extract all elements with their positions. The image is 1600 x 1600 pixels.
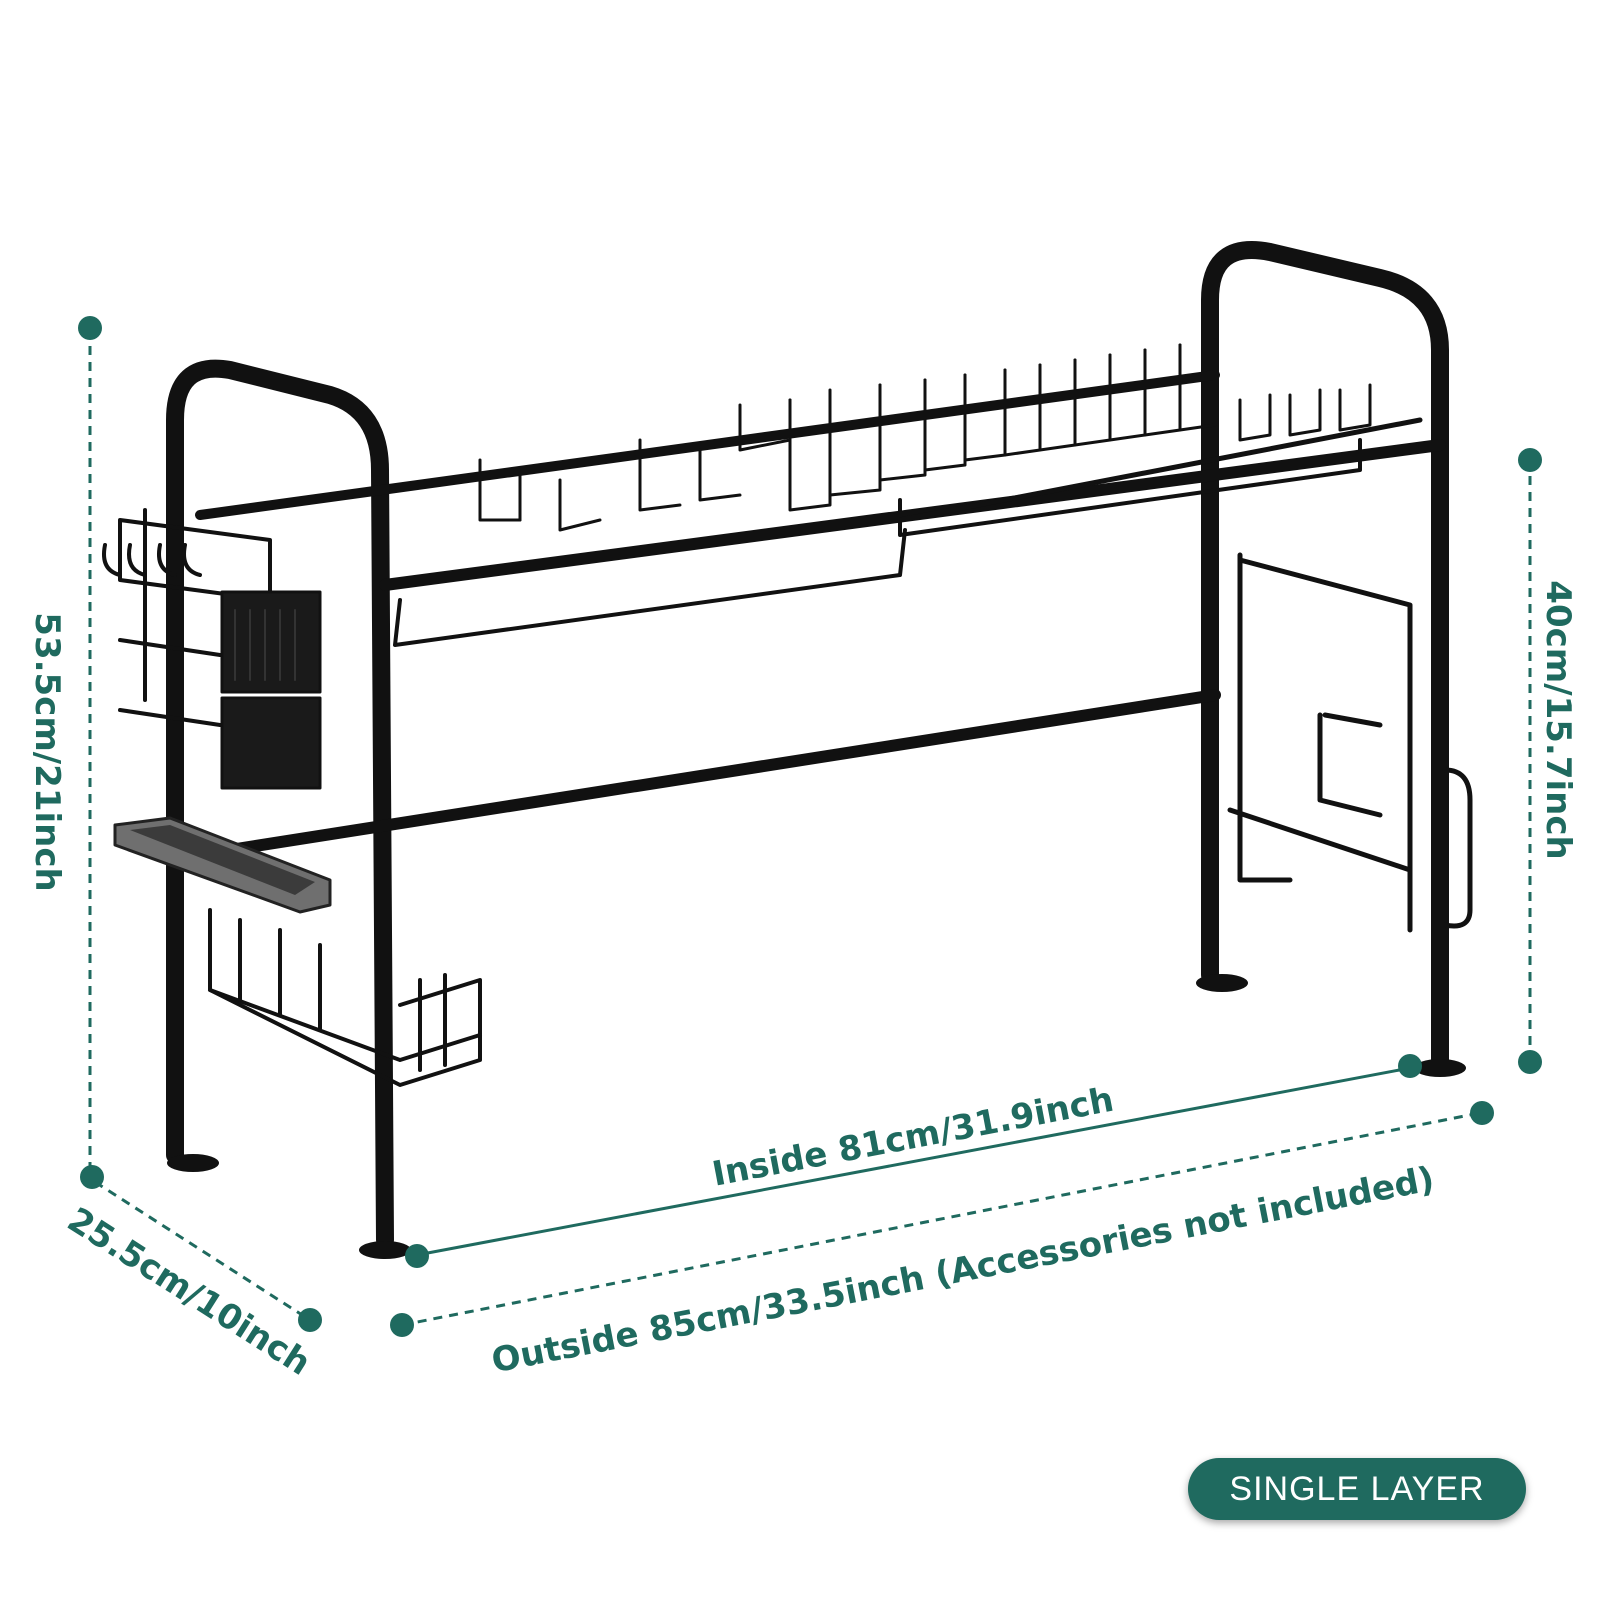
depth-line xyxy=(94,1180,311,1322)
utensil-cup xyxy=(220,590,322,790)
mid-bar xyxy=(224,689,1221,856)
depth-end-dot xyxy=(298,1308,322,1332)
right-frame xyxy=(1201,241,1449,1069)
soap-tray xyxy=(113,816,332,914)
outside-width-left-dot xyxy=(390,1313,414,1337)
basket-rim xyxy=(897,417,1423,523)
basket-front xyxy=(393,528,907,647)
single-layer-badge-label: SINGLE LAYER xyxy=(1229,1469,1485,1508)
foot-left-front xyxy=(359,1241,411,1259)
height-inner-label: 40cm/15.7inch xyxy=(1538,580,1578,859)
outside-width-line xyxy=(401,1111,1481,1327)
inside-width-label: Inside 81cm/31.9inch xyxy=(709,1080,1117,1195)
outside-width-right-dot xyxy=(1470,1101,1494,1125)
inside-width-right-dot xyxy=(1398,1054,1422,1078)
inside-width-line xyxy=(416,1066,1411,1257)
foot-right-front xyxy=(1414,1059,1466,1077)
inside-width-left-dot xyxy=(405,1244,429,1268)
sponge-basket xyxy=(208,908,482,1087)
height-total-label: 53.5cm/21inch xyxy=(27,612,67,891)
left-frame xyxy=(166,359,394,1249)
dimension-lines xyxy=(78,316,1542,1337)
height-inner-top-dot xyxy=(1518,448,1542,472)
depth-label: 25.5cm/10inch xyxy=(60,1200,317,1384)
plate-dividers xyxy=(478,338,1372,532)
foot-right-back xyxy=(1196,974,1248,992)
height-total-top-dot xyxy=(78,316,102,340)
single-layer-badge: SINGLE LAYER xyxy=(1188,1458,1526,1520)
cutting-board-holder xyxy=(1227,552,1473,933)
height-inner-bottom-dot xyxy=(1518,1050,1542,1074)
dish-rack-illustration xyxy=(102,241,1473,1259)
foot-left-back xyxy=(167,1154,219,1172)
outside-width-label: Outside 85cm/33.5inch (Accessories not i… xyxy=(488,1159,1437,1381)
top-rail-back xyxy=(195,370,1220,520)
left-utensil-rack xyxy=(102,508,272,727)
top-rail-front xyxy=(379,439,1446,591)
